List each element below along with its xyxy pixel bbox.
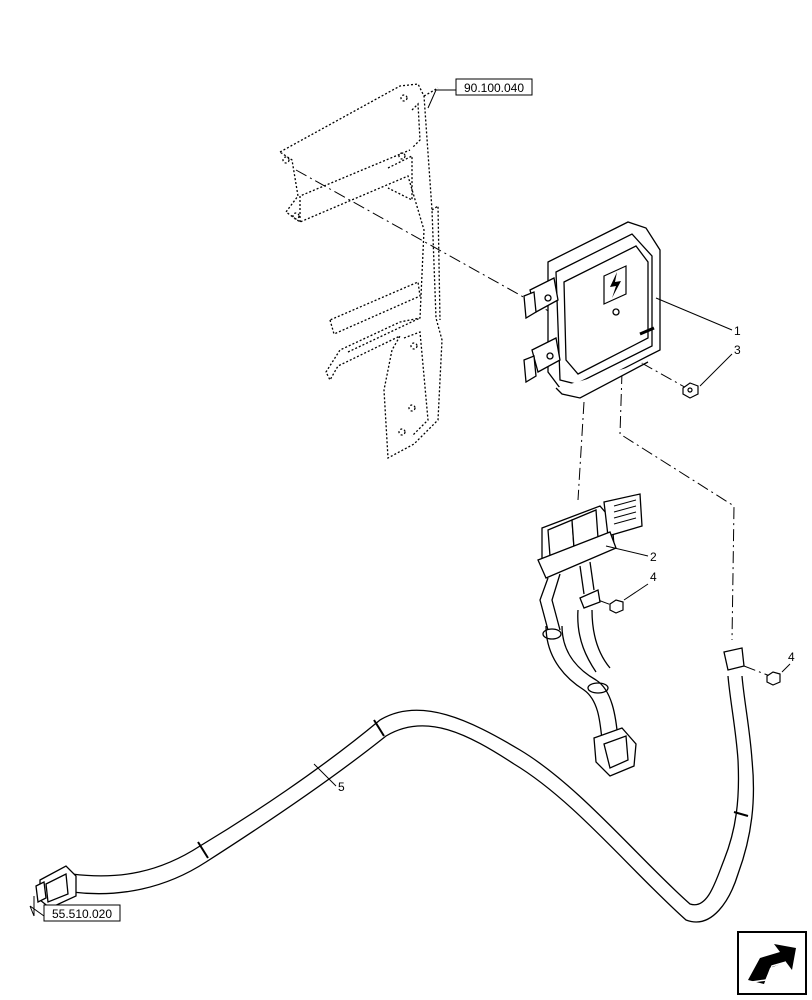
cable-end-connector — [35, 865, 77, 909]
mounting-bracket-phantom — [278, 83, 443, 460]
reference-box-90-100-040[interactable]: 90.100.040 — [455, 78, 533, 96]
callout-item-5: 5 — [338, 780, 345, 794]
callout-item-3: 3 — [734, 343, 741, 357]
alignment-centerlines — [295, 169, 771, 677]
cable-item-5 — [71, 647, 755, 923]
callout-item-2: 2 — [650, 550, 657, 564]
callout-item-1: 1 — [734, 324, 741, 338]
nut-item-4-lower — [766, 671, 781, 686]
callout-item-4: 4 — [788, 650, 795, 664]
harness-branch — [542, 589, 619, 741]
callouts: 1 3 2 4 4 5 — [338, 324, 795, 794]
reference-code: 90.100.040 — [464, 81, 524, 95]
next-page-arrow-icon[interactable] — [737, 931, 807, 995]
lightning-bolt-icon — [603, 265, 627, 305]
nut-item-3 — [682, 382, 699, 399]
harness-connector — [593, 727, 637, 777]
relay-harness — [537, 493, 643, 631]
callout-item-4: 4 — [650, 570, 657, 584]
reference-box-55-510-020[interactable]: 55.510.020 — [43, 904, 121, 922]
nut-item-4-upper — [609, 599, 624, 614]
leader-lines — [29, 89, 791, 917]
reference-code: 55.510.020 — [52, 907, 112, 921]
control-module — [523, 221, 661, 399]
